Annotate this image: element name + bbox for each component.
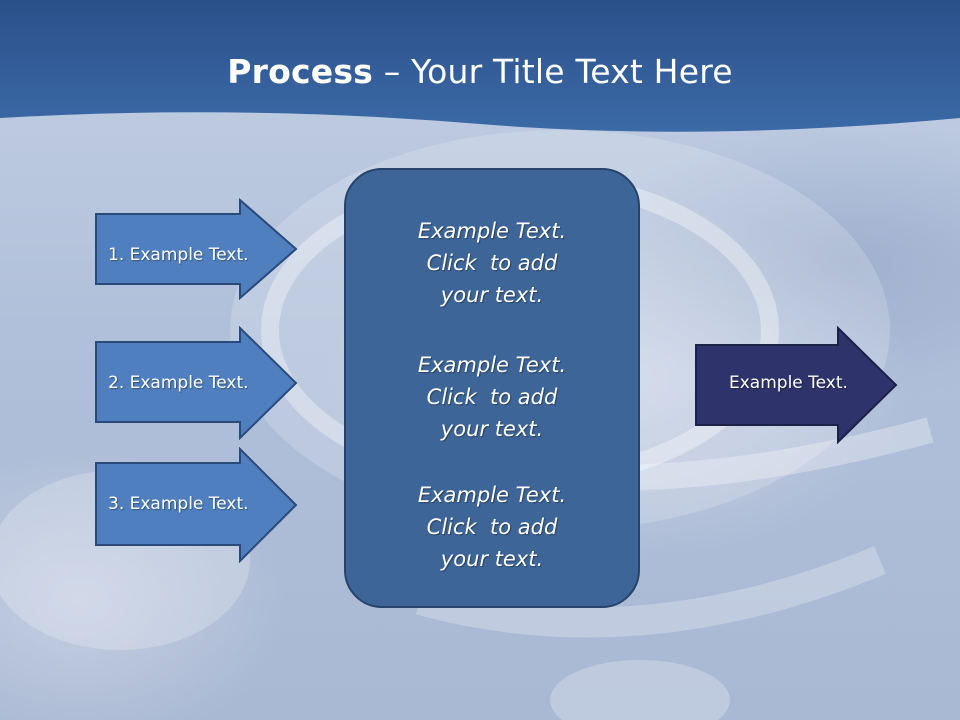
center-paragraph-2: Example Text. Click to add your text. xyxy=(346,349,638,445)
input-arrow-2 xyxy=(95,326,298,440)
center-line: Click to add xyxy=(426,385,558,409)
center-line: Example Text. xyxy=(417,219,567,243)
title-rest: – Your Title Text Here xyxy=(373,52,733,91)
center-line: Example Text. xyxy=(417,353,567,377)
input-arrow-1-label: 1. Example Text. xyxy=(108,245,249,265)
center-line: Example Text. xyxy=(417,483,567,507)
input-arrow-3 xyxy=(95,447,298,563)
center-line: your text. xyxy=(440,283,544,307)
center-line: your text. xyxy=(440,417,544,441)
input-arrow-1 xyxy=(95,198,298,300)
center-paragraph-1: Example Text. Click to add your text. xyxy=(346,215,638,311)
output-arrow xyxy=(695,326,898,444)
center-line: your text. xyxy=(440,547,544,571)
slide-title: Process – Your Title Text Here xyxy=(0,52,960,91)
output-arrow-label: Example Text. xyxy=(729,373,848,393)
center-paragraph-3: Example Text. Click to add your text. xyxy=(346,479,638,575)
title-bold: Process xyxy=(227,52,374,91)
header-band xyxy=(0,0,960,132)
input-arrow-3-label: 3. Example Text. xyxy=(108,494,249,514)
center-box: Example Text. Click to add your text. Ex… xyxy=(344,168,640,608)
center-line: Click to add xyxy=(426,251,558,275)
center-line: Click to add xyxy=(426,515,558,539)
input-arrow-2-label: 2. Example Text. xyxy=(108,373,249,393)
